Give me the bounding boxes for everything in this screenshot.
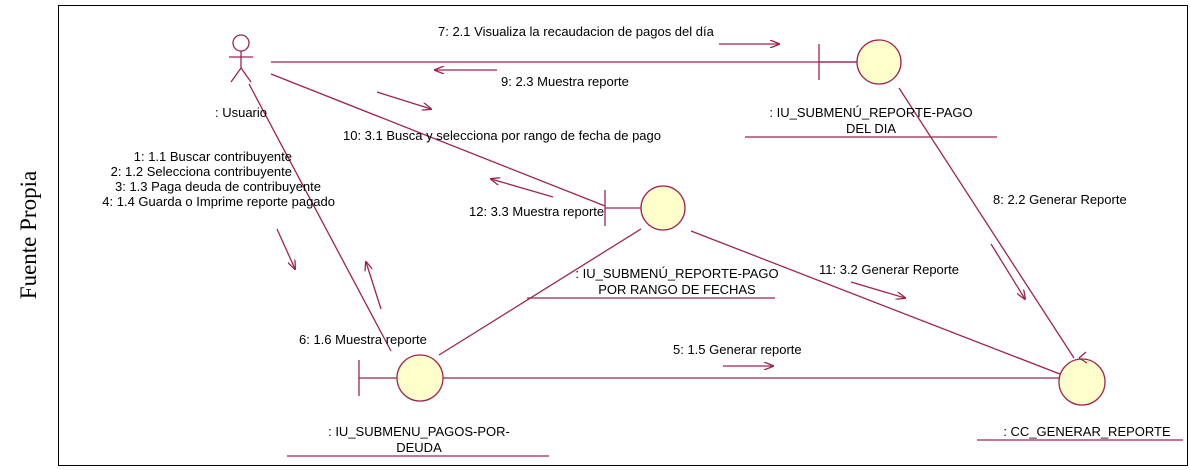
link-pagos-reporte-fechas bbox=[438, 228, 642, 356]
message-10: 10: 3.1 Busca y selecciona por rango de … bbox=[343, 128, 661, 143]
boundary-reporte-fechas[interactable]: : IU_SUBMENÚ_REPORTE-PAGO POR RANGO DE F… bbox=[527, 185, 779, 299]
link-reporte-dia-cc bbox=[898, 87, 1075, 359]
control-cc-generar[interactable]: : CC_GENERAR_REPORTE bbox=[977, 351, 1183, 441]
links bbox=[248, 61, 1075, 379]
message-arrows bbox=[276, 44, 1025, 366]
reporte-fechas-label-2: POR RANGO DE FECHAS bbox=[598, 282, 756, 297]
message-11: 11: 3.2 Generar Reporte bbox=[819, 262, 959, 277]
message-8: 8: 2.2 Generar Reporte bbox=[993, 192, 1127, 207]
boundary-reporte-dia[interactable]: : IU_SUBMENÚ_REPORTE-PAGO DEL DIA bbox=[745, 39, 997, 138]
caption-text: Fuente Propia bbox=[16, 170, 41, 300]
reporte-dia-label-2: DEL DIA bbox=[846, 121, 896, 136]
arrow-m12 bbox=[491, 179, 554, 198]
pagos-label-1: : IU_SUBMENU_PAGOS-POR- bbox=[328, 424, 510, 439]
message-group-4: 4: 1.4 Guarda o Imprime reporte pagado bbox=[102, 194, 335, 209]
message-9: 9: 2.3 Muestra reporte bbox=[501, 74, 629, 89]
collaboration-diagram: : Usuario : IU_SUBMENÚ_REPORTE-PAGO DEL … bbox=[102, 24, 1183, 457]
arrow-m11 bbox=[850, 281, 905, 298]
cc-generar-label: : CC_GENERAR_REPORTE bbox=[1003, 424, 1171, 439]
message-7: 7: 2.1 Visualiza la recaudacion de pagos… bbox=[438, 24, 715, 39]
actor-usuario[interactable]: : Usuario bbox=[215, 34, 267, 120]
message-12: 12: 3.3 Muestra reporte bbox=[469, 204, 604, 219]
arrow-m10 bbox=[376, 91, 431, 109]
arrow-m8 bbox=[990, 243, 1025, 299]
message-6: 6: 1.6 Muestra reporte bbox=[299, 332, 427, 347]
diagram-frame: : Usuario : IU_SUBMENÚ_REPORTE-PAGO DEL … bbox=[58, 5, 1188, 466]
boundary-pagos-deuda[interactable]: : IU_SUBMENU_PAGOS-POR- DEUDA bbox=[287, 354, 549, 457]
message-group-2: 2: 1.2 Selecciona contribuyente bbox=[111, 164, 292, 179]
message-5: 5: 1.5 Generar reporte bbox=[673, 342, 802, 357]
usuario-label: : Usuario bbox=[215, 105, 267, 120]
message-labels: 7: 2.1 Visualiza la recaudacion de pagos… bbox=[102, 24, 1126, 357]
reporte-fechas-label-1: : IU_SUBMENÚ_REPORTE-PAGO bbox=[575, 266, 778, 281]
arrow-group bbox=[276, 228, 295, 269]
link-reporte-fechas-cc bbox=[690, 230, 1066, 377]
message-group-3: 3: 1.3 Paga deuda de contribuyente bbox=[115, 179, 321, 194]
arrow-m6 bbox=[366, 262, 382, 310]
figure-caption: Fuente Propia bbox=[0, 0, 58, 470]
link-usuario-reporte-fechas bbox=[270, 73, 606, 207]
link-usuario-pagos bbox=[248, 83, 392, 352]
pagos-label-2: DEUDA bbox=[396, 440, 442, 455]
actor-head bbox=[232, 34, 250, 52]
message-group-1: 1: 1.1 Buscar contribuyente bbox=[134, 149, 292, 164]
reporte-dia-label-1: : IU_SUBMENÚ_REPORTE-PAGO bbox=[769, 105, 972, 120]
